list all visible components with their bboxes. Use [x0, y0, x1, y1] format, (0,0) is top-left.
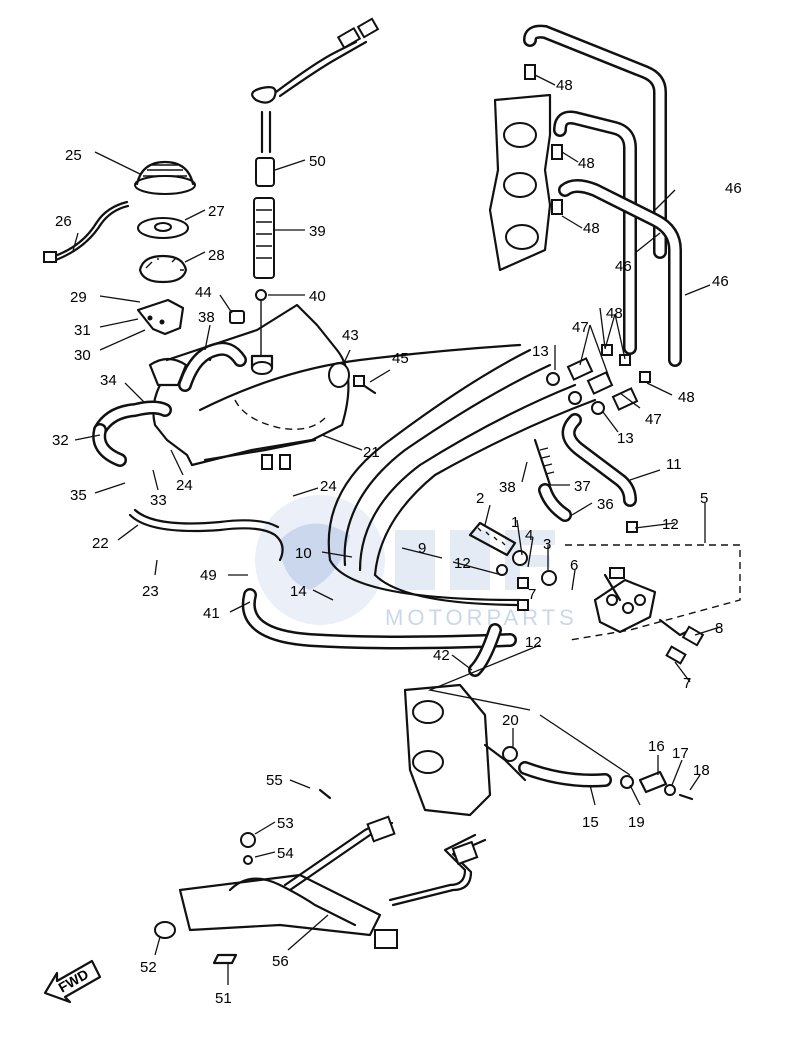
callout-48-top: 48 — [556, 77, 573, 94]
callout-46-right: 46 — [712, 273, 729, 290]
callout-2: 2 — [476, 490, 484, 507]
callout-12-low: 12 — [525, 634, 542, 651]
valve-assembly — [468, 521, 705, 665]
callout-3: 3 — [543, 536, 551, 553]
callout-12-mid: 12 — [454, 555, 471, 572]
callout-7-upper: 7 — [528, 586, 536, 603]
callout-1: 1 — [511, 514, 519, 531]
callout-labels: 25 26 27 28 29 31 30 50 39 40 44 38 43 4… — [52, 77, 742, 1007]
callout-40: 40 — [309, 288, 326, 305]
callout-5: 5 — [700, 490, 708, 507]
callout-38-lower: 38 — [499, 479, 516, 496]
callout-14: 14 — [290, 583, 307, 600]
callout-48-second: 48 — [578, 155, 595, 172]
pulse-hose — [502, 746, 694, 801]
callout-46-top: 46 — [725, 180, 742, 197]
fwd-arrow: FWD — [43, 959, 102, 1004]
callout-15: 15 — [582, 814, 599, 831]
callout-25: 25 — [65, 147, 82, 164]
callout-19: 19 — [628, 814, 645, 831]
callout-42: 42 — [433, 647, 450, 664]
callout-20: 20 — [502, 712, 519, 729]
callout-34: 34 — [100, 372, 117, 389]
callout-8: 8 — [715, 620, 723, 637]
callout-45: 45 — [392, 350, 409, 367]
callout-30: 30 — [74, 347, 91, 364]
left-hoses — [92, 341, 517, 677]
callout-33: 33 — [150, 492, 167, 509]
callout-26: 26 — [55, 213, 72, 230]
callout-36: 36 — [597, 496, 614, 513]
callout-6: 6 — [570, 557, 578, 574]
callout-13-lower: 13 — [617, 430, 634, 447]
callout-47-upper: 47 — [572, 319, 589, 336]
callout-55: 55 — [266, 772, 283, 789]
callout-16: 16 — [648, 738, 665, 755]
callout-52: 52 — [140, 959, 157, 976]
callout-47-lower: 47 — [645, 411, 662, 428]
callout-56: 56 — [272, 953, 289, 970]
callout-10: 10 — [295, 545, 312, 562]
callout-53: 53 — [277, 815, 294, 832]
callout-38-upper: 38 — [198, 309, 215, 326]
callout-44: 44 — [195, 284, 212, 301]
hose-37-38 — [533, 438, 572, 522]
callout-37: 37 — [574, 478, 591, 495]
callout-48-mid: 48 — [606, 305, 623, 322]
hose-11 — [561, 413, 637, 507]
callout-21: 21 — [363, 444, 380, 461]
wire-harness — [154, 788, 487, 965]
callout-22: 22 — [92, 535, 109, 552]
callout-28: 28 — [208, 247, 225, 264]
callout-48-low: 48 — [678, 389, 695, 406]
callout-11: 11 — [666, 456, 682, 473]
callout-4: 4 — [525, 527, 533, 544]
callout-54: 54 — [277, 845, 294, 862]
callout-49: 49 — [200, 567, 217, 584]
callout-51: 51 — [215, 990, 232, 1007]
callout-7-lower: 7 — [683, 675, 691, 692]
callout-17: 17 — [672, 745, 689, 762]
callout-12-right: 12 — [662, 516, 679, 533]
callout-9: 9 — [418, 540, 426, 557]
callout-35: 35 — [70, 487, 87, 504]
callout-48-third: 48 — [583, 220, 600, 237]
main-hoses — [198, 343, 597, 607]
callout-13-upper: 13 — [532, 343, 549, 360]
callout-31: 31 — [74, 322, 91, 339]
group-box-5 — [565, 503, 741, 641]
callout-32: 32 — [52, 432, 69, 449]
callout-18: 18 — [693, 762, 710, 779]
callout-23: 23 — [142, 583, 159, 600]
filler-cap-group — [43, 160, 196, 336]
callout-24-left: 24 — [176, 477, 193, 494]
callout-27: 27 — [208, 203, 225, 220]
carburetor-bank — [488, 24, 682, 367]
level-gauge — [251, 17, 380, 355]
leader-lines — [72, 74, 721, 985]
watermark: MOTORPARTS — [255, 495, 578, 630]
watermark-text: MOTORPARTS — [385, 605, 578, 630]
callout-24-right: 24 — [320, 478, 337, 495]
tank-fasteners — [229, 310, 377, 395]
callout-43: 43 — [342, 327, 359, 344]
callout-46-mid: 46 — [615, 258, 632, 275]
callout-29: 29 — [70, 289, 87, 306]
callout-50: 50 — [309, 153, 326, 170]
callout-39: 39 — [309, 223, 326, 240]
callout-41: 41 — [203, 605, 220, 622]
